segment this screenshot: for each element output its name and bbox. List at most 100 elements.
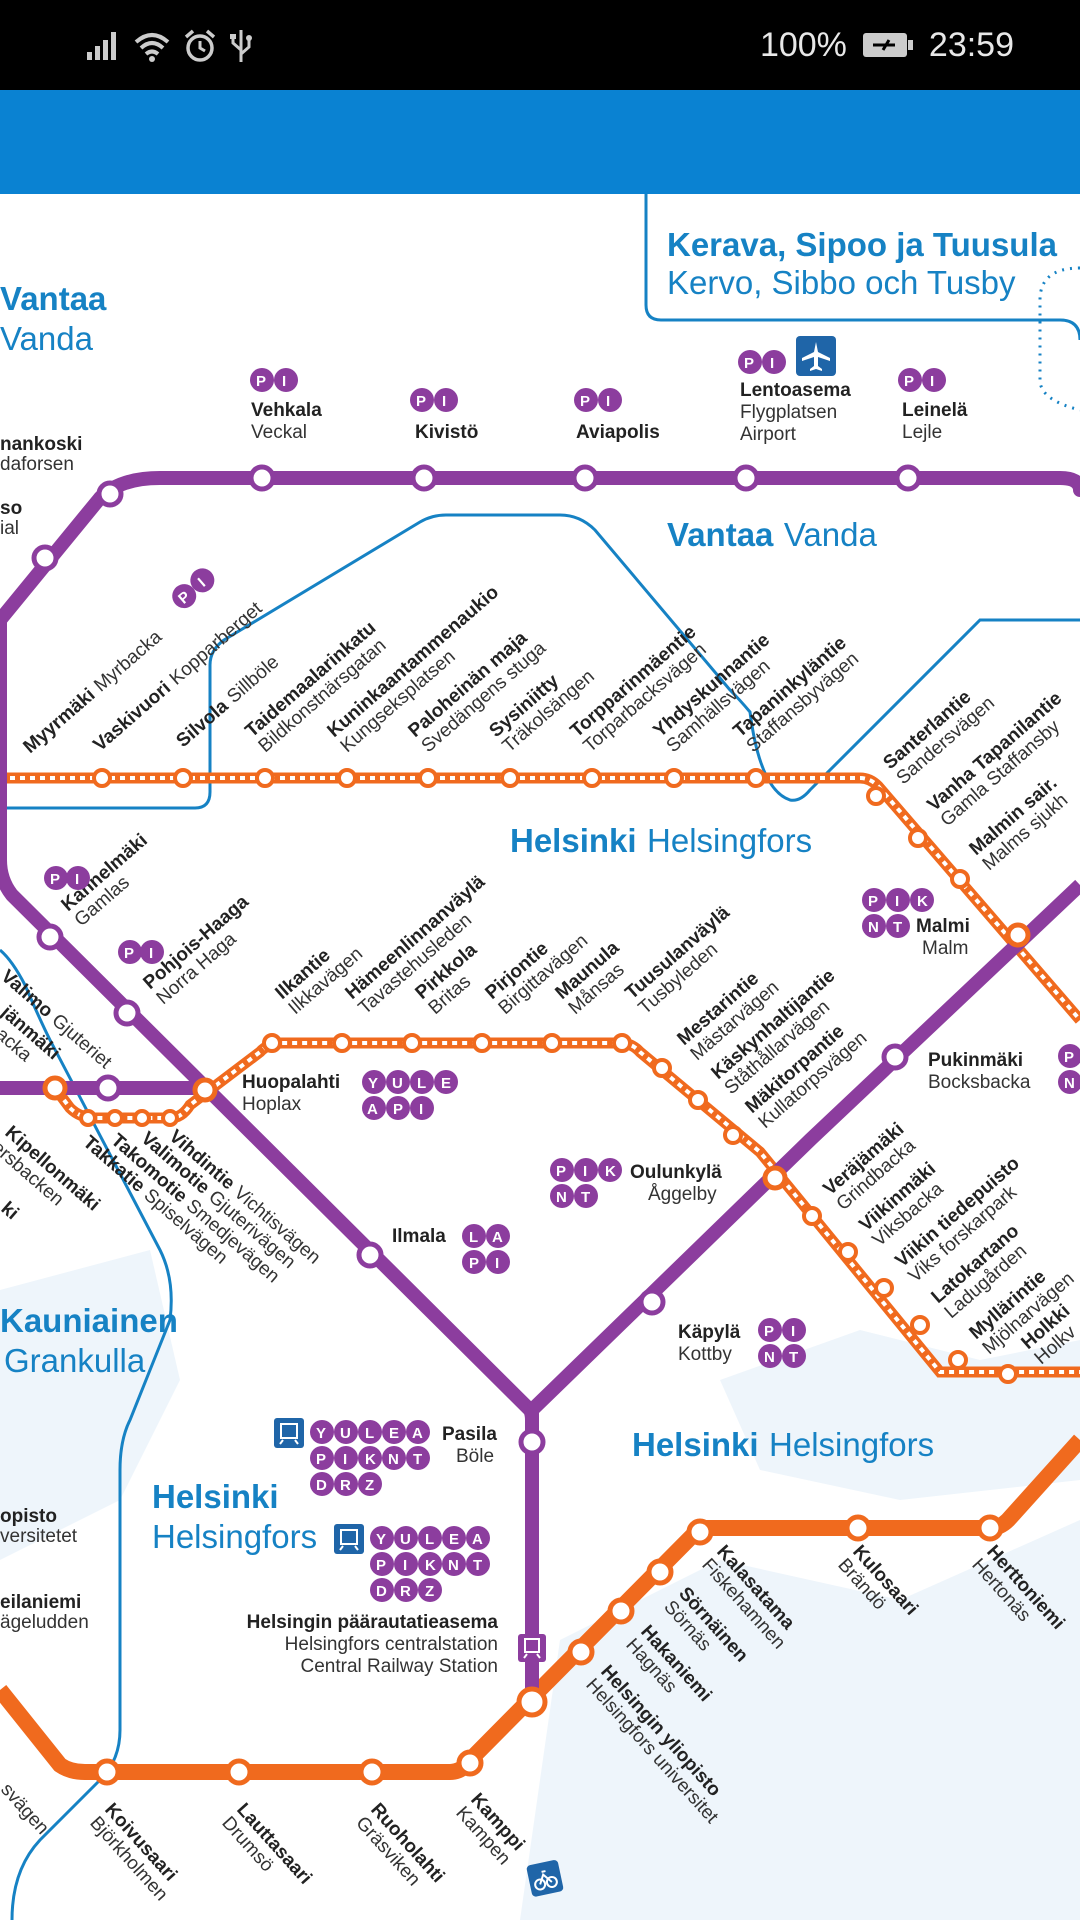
svg-text:T: T: [413, 1451, 422, 1468]
station-partial-2-sv: ial: [0, 518, 19, 539]
region-helsinki-mid-sv: Helsingfors: [647, 822, 812, 859]
station-pukinmaki: Pukinmäki: [928, 1050, 1023, 1071]
battery-percent: 100%: [759, 25, 847, 64]
zone-borders: [0, 194, 1080, 1921]
pukinmaki-badges: PN: [1058, 1044, 1080, 1094]
station-lentoasema: Lentoasema: [740, 380, 851, 401]
station-oulunkyla: Oulunkylä: [630, 1162, 722, 1183]
station-partial-4: ki: [0, 1198, 22, 1224]
svg-text:P: P: [1064, 1049, 1074, 1066]
station-markers: [31, 464, 922, 1456]
svg-text:N: N: [388, 1451, 399, 1468]
region-kerava-sv: Kervo, Sibbo och Tusby: [667, 264, 1016, 301]
region-vantaa-center-fi: Vantaa: [667, 516, 774, 553]
svg-text:P: P: [256, 373, 266, 390]
station-central-sv: Helsingfors centralstation: [285, 1634, 498, 1655]
map-canvas: Kerava, Sipoo ja Tuusula Kervo, Sibbo oc…: [0, 194, 1080, 1921]
status-right: 100% 23:59: [760, 22, 1014, 68]
station-partial-2: so: [0, 498, 22, 519]
svg-text:P: P: [416, 393, 426, 410]
svg-text:I: I: [606, 393, 610, 410]
svg-text:Y: Y: [316, 1425, 326, 1442]
svg-text:T: T: [789, 1349, 798, 1366]
svg-text:K: K: [917, 893, 928, 910]
station-kapyla: Käpylä: [678, 1322, 741, 1343]
station-partial-5-sv: versitetet: [0, 1526, 78, 1547]
svg-text:E: E: [449, 1531, 459, 1548]
station-ilmala: Ilmala: [392, 1226, 446, 1247]
station-partial-7-sv: svägen: [0, 1779, 53, 1839]
station-partial-1: nankoski: [0, 434, 82, 455]
svg-text:P: P: [469, 1255, 479, 1272]
svg-text:D: D: [316, 1477, 327, 1494]
station-lentoasema-sv: Flygplatsen: [740, 402, 837, 423]
station-lentoasema-en: Airport: [740, 424, 797, 445]
svg-text:Y: Y: [368, 1075, 378, 1092]
zone-dots: [1038, 266, 1080, 412]
region-vantaa-left-sv: Vanda: [0, 320, 94, 357]
region-helsinki-mid-fi: Helsinki: [510, 822, 637, 859]
station-partial-6: eilaniemi: [0, 1592, 81, 1613]
svg-text:L: L: [425, 1531, 434, 1548]
svg-text:U: U: [392, 1075, 403, 1092]
svg-text:P: P: [316, 1451, 326, 1468]
svg-text:N: N: [1064, 1075, 1075, 1092]
station-vehkala-sv: Veckal: [251, 422, 307, 443]
svg-text:I: I: [419, 1101, 423, 1118]
station-partial-1-sv: daforsen: [0, 454, 74, 475]
svg-text:L: L: [469, 1229, 478, 1246]
light-rail-stations: [79, 768, 1018, 1384]
station-huopalahti: Huopalahti: [242, 1072, 340, 1093]
station-oulunkyla-sv: Åggelby: [648, 1184, 717, 1205]
train-icon: [274, 1418, 304, 1448]
svg-text:N: N: [764, 1349, 775, 1366]
status-bar: 100% 23:59: [0, 0, 1080, 90]
svg-text:P: P: [764, 1323, 774, 1340]
station-huopalahti-sv: Hoplax: [242, 1094, 302, 1115]
svg-text:I: I: [403, 1557, 407, 1574]
app-bar: [0, 90, 1080, 194]
svg-text:Z: Z: [425, 1583, 434, 1600]
station-pasila: Pasila: [442, 1424, 497, 1445]
svg-text:I: I: [442, 393, 446, 410]
svg-text:P: P: [904, 373, 914, 390]
region-vantaa-left-fi: Vantaa: [0, 280, 107, 317]
region-helsinki-left-fi: Helsinki: [152, 1478, 279, 1515]
svg-text:I: I: [282, 373, 286, 390]
svg-text:P: P: [580, 393, 590, 410]
station-malmi-sv: Malm: [922, 938, 968, 959]
svg-text:P: P: [393, 1101, 403, 1118]
svg-text:P: P: [744, 355, 754, 372]
region-kerava-fi: Kerava, Sipoo ja Tuusula: [667, 226, 1058, 263]
battery-icon: [862, 33, 913, 57]
alarm-icon: [184, 29, 216, 62]
svg-text:Y: Y: [376, 1531, 386, 1548]
svg-text:P: P: [556, 1163, 566, 1180]
svg-text:I: I: [343, 1451, 347, 1468]
station-central-en: Central Railway Station: [301, 1656, 498, 1677]
svg-text:I: I: [930, 373, 934, 390]
svg-text:I: I: [770, 355, 774, 372]
svg-text:T: T: [893, 919, 902, 936]
svg-text:R: R: [340, 1477, 351, 1494]
airport-icon: [796, 336, 836, 376]
station-partial-6-sv: ägeludden: [0, 1612, 89, 1633]
central-train-icon: [518, 1634, 546, 1662]
station-kapyla-sv: Kottby: [678, 1344, 732, 1365]
route-map[interactable]: Kerava, Sipoo ja Tuusula Kervo, Sibbo oc…: [0, 194, 1080, 1921]
svg-text:A: A: [472, 1531, 483, 1548]
ring-top-labels: Vehkala Veckal Kivistö Aviapolis Lentoas…: [0, 380, 968, 539]
svg-text:U: U: [400, 1531, 411, 1548]
svg-text:I: I: [75, 871, 79, 888]
wifi-icon: [134, 33, 170, 62]
region-helsinki-center-fi: Helsinki: [632, 1426, 759, 1463]
station-leinela-sv: Lejle: [902, 422, 942, 443]
region-kauniainen-fi: Kauniainen: [0, 1302, 178, 1339]
svg-text:T: T: [581, 1189, 590, 1206]
